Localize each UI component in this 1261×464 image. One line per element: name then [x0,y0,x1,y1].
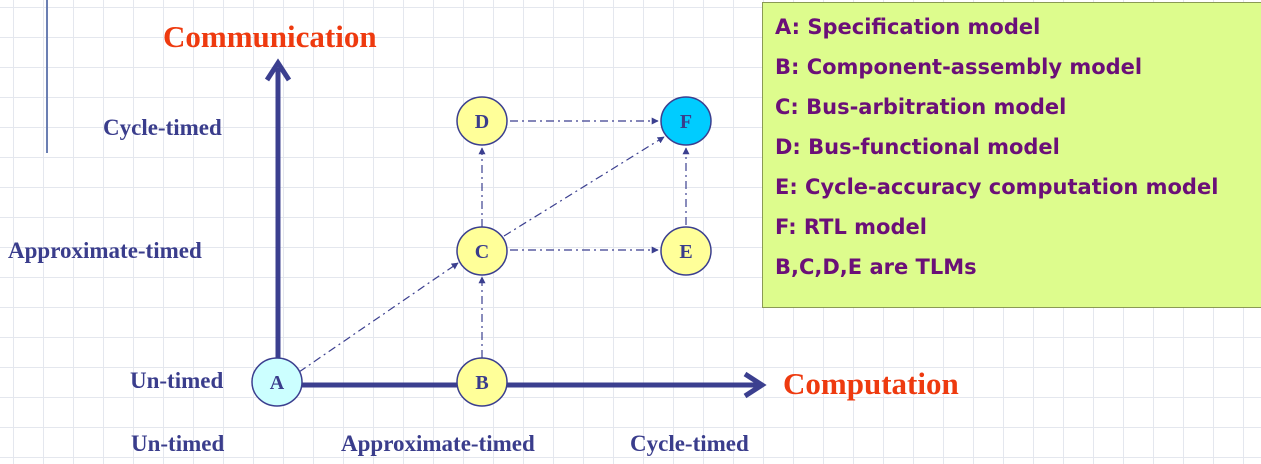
node-c: C [456,226,508,276]
y-tick-approximate-timed: Approximate-timed [8,238,202,263]
legend-item-b: B: Component-assembly model [775,55,1143,79]
x-axis-arrow [300,371,767,399]
x-tick-approximate-timed: Approximate-timed [341,431,535,456]
x-axis-title: Computation [783,366,959,401]
y-axis-arrow [264,58,292,368]
edge-c-to-f [503,136,665,237]
x-tick-cycle-timed: Cycle-timed [630,431,749,456]
y-tick-cycle-timed: Cycle-timed [103,115,222,140]
node-b: B [456,357,508,407]
legend-item-f: F: RTL model [775,215,927,239]
node-e: E [660,226,712,276]
node-d-label: D [475,111,489,133]
node-e-label: E [679,241,692,263]
legend-item-d: D: Bus-functional model [775,135,1060,159]
node-d: D [456,96,508,146]
x-tick-un-timed: Un-timed [131,431,225,456]
legend-box: A: Specification model B: Component-asse… [762,2,1261,308]
legend-note-tlms: B,C,D,E are TLMs [775,255,977,279]
edge-a-to-c [298,262,459,373]
node-a: A [251,357,303,407]
legend-item-c: C: Bus-arbitration model [775,95,1067,119]
node-b-label: B [475,372,488,394]
y-axis-title: Communication [163,19,377,54]
node-c-label: C [475,241,489,263]
legend-item-e: E: Cycle-accuracy computation model [775,175,1219,199]
decorative-vertical-line [46,0,48,153]
node-f: F [660,96,712,146]
legend-item-a: A: Specification model [775,15,1041,39]
y-tick-un-timed: Un-timed [130,368,224,393]
node-f-label: F [680,111,692,133]
node-a-label: A [270,372,285,394]
